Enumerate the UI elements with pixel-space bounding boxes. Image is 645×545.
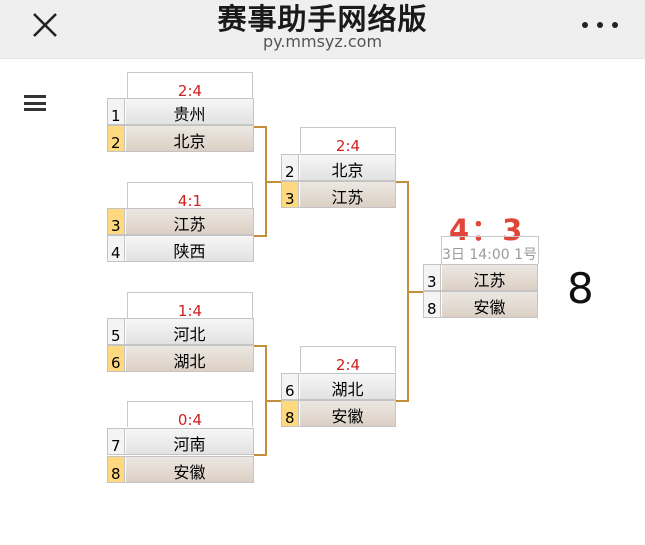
team-slot[interactable]: 3 江苏 bbox=[107, 208, 254, 235]
team-slot[interactable]: 8 安徽 bbox=[423, 291, 538, 318]
seed-number: 6 bbox=[282, 374, 299, 399]
seed-number: 2 bbox=[282, 155, 299, 180]
team-name: 湖北 bbox=[300, 374, 395, 399]
team-name: 北京 bbox=[300, 155, 395, 180]
bracket-connector bbox=[408, 291, 423, 293]
match-score: 2:4 bbox=[300, 346, 396, 372]
team-slot[interactable]: 6 湖北 bbox=[107, 345, 254, 372]
team-slot[interactable]: 7 河南 bbox=[107, 428, 254, 455]
seed-number: 3 bbox=[424, 265, 441, 290]
match-score: 2:4 bbox=[300, 127, 396, 153]
more-icon[interactable] bbox=[582, 19, 618, 31]
match-score: 4:1 bbox=[127, 182, 253, 208]
team-slot[interactable]: 4 陕西 bbox=[107, 235, 254, 262]
team-slot[interactable]: 2 北京 bbox=[281, 154, 396, 181]
match-schedule: 3日 14:00 1号 bbox=[441, 236, 539, 264]
top-bar: 赛事助手网络版 py.mmsyz.com bbox=[0, 0, 645, 59]
seed-number: 1 bbox=[108, 99, 125, 124]
seed-number: 3 bbox=[108, 209, 125, 234]
team-name: 安徽 bbox=[300, 401, 395, 426]
team-name: 贵州 bbox=[126, 99, 253, 124]
seed-number: 8 bbox=[108, 457, 125, 482]
seed-number: 3 bbox=[282, 182, 299, 207]
seed-number: 2 bbox=[108, 126, 125, 151]
team-name: 江苏 bbox=[300, 182, 395, 207]
team-name: 安徽 bbox=[126, 457, 253, 482]
team-name: 陕西 bbox=[126, 236, 253, 261]
seed-number: 8 bbox=[282, 401, 299, 426]
team-slot[interactable]: 3 江苏 bbox=[281, 181, 396, 208]
team-name: 河南 bbox=[126, 429, 253, 454]
seed-number: 4 bbox=[108, 236, 125, 261]
team-name: 江苏 bbox=[442, 265, 537, 290]
team-name: 湖北 bbox=[126, 346, 253, 371]
final-score: 4：3 bbox=[449, 213, 525, 247]
menu-icon[interactable] bbox=[24, 95, 46, 111]
team-slot[interactable]: 8 安徽 bbox=[281, 400, 396, 427]
team-slot[interactable]: 5 河北 bbox=[107, 318, 254, 345]
match-score: 1:4 bbox=[127, 292, 253, 318]
seed-number: 6 bbox=[108, 346, 125, 371]
team-name: 江苏 bbox=[126, 209, 253, 234]
team-slot[interactable]: 8 安徽 bbox=[107, 456, 254, 483]
team-name: 北京 bbox=[126, 126, 253, 151]
match-score: 2:4 bbox=[127, 72, 253, 98]
team-slot[interactable]: 1 贵州 bbox=[107, 98, 254, 125]
team-slot[interactable]: 6 湖北 bbox=[281, 373, 396, 400]
bracket-connector bbox=[266, 400, 281, 402]
match-score: 0:4 bbox=[127, 401, 253, 427]
close-icon[interactable] bbox=[28, 8, 62, 42]
team-name: 安徽 bbox=[442, 292, 537, 317]
seed-number: 5 bbox=[108, 319, 125, 344]
team-count: 8 bbox=[567, 264, 594, 313]
team-slot[interactable]: 2 北京 bbox=[107, 125, 254, 152]
seed-number: 7 bbox=[108, 429, 125, 454]
page-title: 赛事助手网络版 bbox=[217, 2, 428, 36]
team-slot[interactable]: 3 江苏 bbox=[423, 264, 538, 291]
bracket-connector bbox=[266, 181, 281, 183]
seed-number: 8 bbox=[424, 292, 441, 317]
team-name: 河北 bbox=[126, 319, 253, 344]
page-url: py.mmsyz.com bbox=[262, 32, 383, 51]
